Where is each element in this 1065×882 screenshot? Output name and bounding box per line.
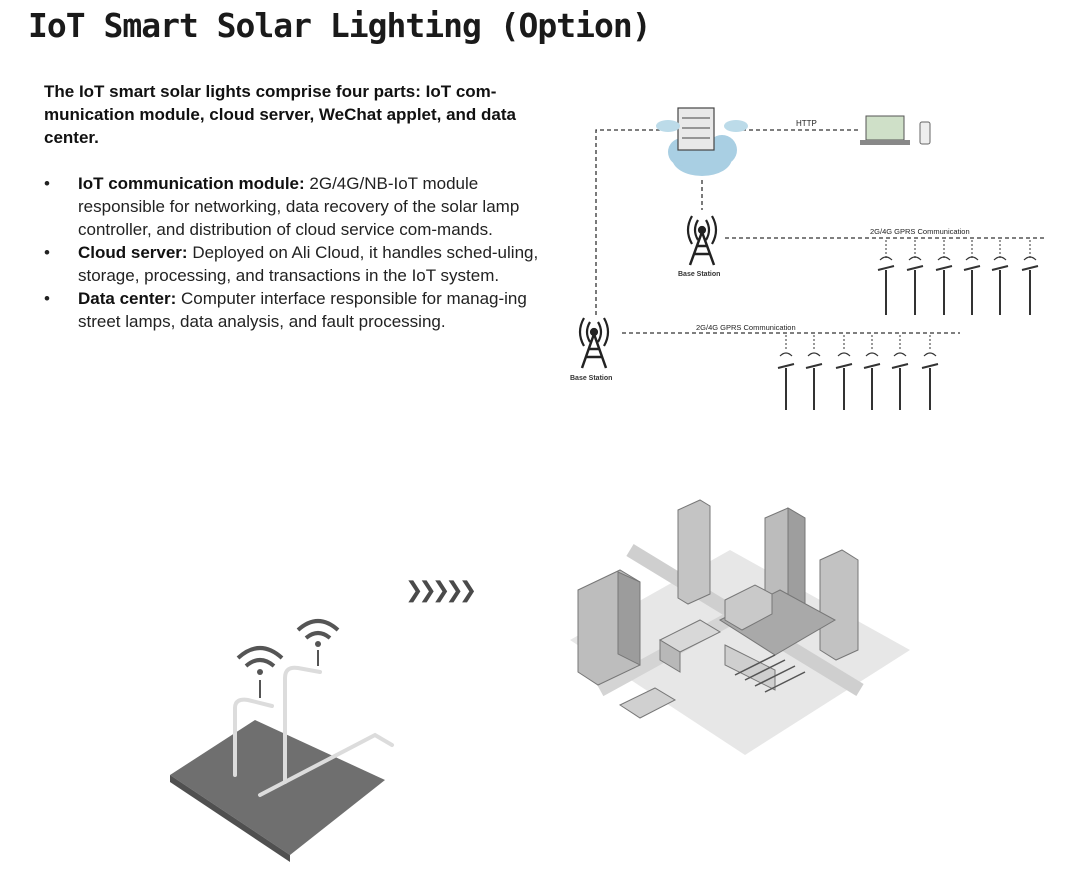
phone-icon [919,121,931,145]
point-term: IoT communication module: [78,174,305,193]
page-title: IoT Smart Solar Lighting (Option) [28,6,652,45]
cloud-server-icon [656,107,748,176]
wifi-icon [296,619,340,640]
http-label: HTTP [796,119,817,128]
laptop-icon [860,115,910,145]
tower-icon [686,215,718,266]
network-diagram: HTTP Base Station 2G/4G GPRS Communicati… [570,107,1045,410]
street-lamp-row [777,363,939,410]
list-item: Data center: Computer interface responsi… [44,287,549,333]
list-item: Cloud server: Deployed on Ali Cloud, it … [44,241,549,287]
smart-city-illustration [570,499,910,755]
street-lamp-row [877,265,1039,315]
wifi-icon-row [779,352,937,357]
point-text: Computer interface responsible for manag… [78,289,527,331]
tower-icon [578,317,610,369]
feature-list: IoT communication module: 2G/4G/NB-IoT m… [44,172,549,333]
intro-paragraph: The IoT smart solar lights comprise four… [44,82,516,147]
comm-label: 2G/4G GPRS Communication [870,227,970,236]
list-item: IoT communication module: 2G/4G/NB-IoT m… [44,172,549,241]
wifi-icon-row [879,256,1037,261]
wifi-icon [236,646,284,668]
comm-label: 2G/4G GPRS Communication [696,323,796,332]
point-text: 2G/4G/NB-IoT module responsible for netw… [78,174,520,239]
smart-lamp-illustration [170,619,394,862]
base-station-label: Base Station [570,375,612,382]
base-station-label: Base Station [678,271,720,278]
point-term: Data center: [78,289,177,308]
point-term: Cloud server: [78,243,188,262]
chevrons-icon: ❯❯❯❯❯ [405,578,477,603]
point-text: Deployed on Ali Cloud, it handles sched-… [78,243,539,285]
